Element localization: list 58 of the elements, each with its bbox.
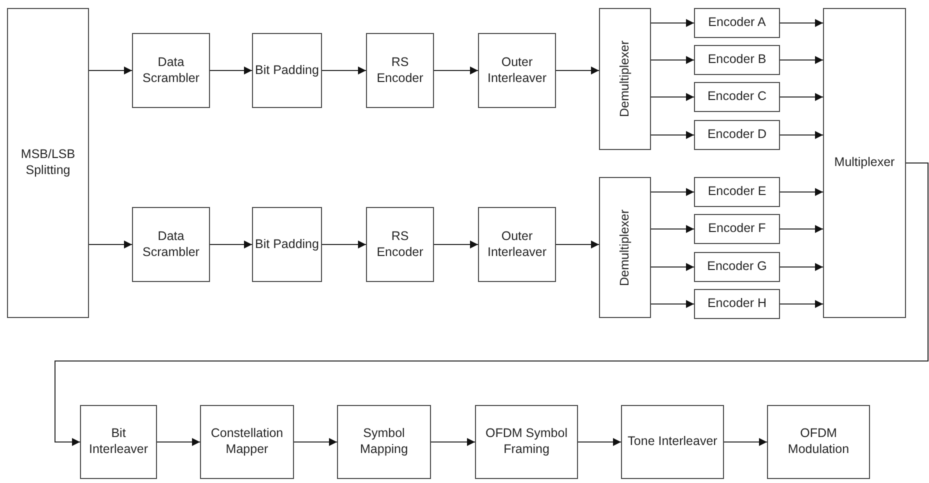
arrow bbox=[780, 56, 824, 64]
process-box: Outer Interleaver bbox=[478, 33, 556, 108]
arrow bbox=[210, 240, 252, 248]
arrow bbox=[88, 240, 132, 248]
arrow bbox=[650, 56, 694, 64]
process-box: Constellation Mapper bbox=[200, 405, 294, 479]
arrow bbox=[724, 438, 768, 446]
process-box: Encoder B bbox=[694, 45, 780, 75]
arrow bbox=[650, 225, 694, 233]
arrow bbox=[578, 438, 622, 446]
demultiplexer-box: Demultiplexer bbox=[599, 177, 651, 318]
arrow bbox=[650, 131, 694, 139]
process-box: RS Encoder bbox=[366, 33, 434, 108]
process-box: Symbol Mapping bbox=[337, 405, 431, 479]
multiplexer-box: Multiplexer bbox=[823, 8, 906, 318]
process-box: Encoder A bbox=[694, 8, 780, 38]
arrow bbox=[434, 66, 478, 74]
process-box: Outer Interleaver bbox=[478, 207, 556, 282]
arrow bbox=[780, 19, 824, 27]
arrow bbox=[780, 93, 824, 101]
process-box: Bit Padding bbox=[252, 207, 322, 282]
arrow bbox=[780, 188, 824, 196]
process-box: Tone Interleaver bbox=[621, 405, 724, 479]
arrow bbox=[650, 263, 694, 271]
arrow bbox=[434, 240, 478, 248]
arrow bbox=[780, 225, 824, 233]
arrow bbox=[556, 66, 600, 74]
arrow bbox=[780, 263, 824, 271]
arrow bbox=[430, 438, 476, 446]
arrow bbox=[322, 240, 366, 248]
process-box: Encoder H bbox=[694, 289, 780, 319]
arrow bbox=[88, 66, 132, 74]
arrow bbox=[650, 93, 694, 101]
process-box: OFDM Symbol Framing bbox=[475, 405, 578, 479]
process-box: Encoder D bbox=[694, 120, 780, 150]
demultiplexer-box: Demultiplexer bbox=[599, 8, 651, 150]
arrow bbox=[322, 66, 366, 74]
process-box: Data Scrambler bbox=[132, 207, 210, 282]
process-box: Bit Padding bbox=[252, 33, 322, 108]
arrow bbox=[650, 19, 694, 27]
arrow bbox=[650, 188, 694, 196]
process-box: Bit Interleaver bbox=[80, 405, 157, 479]
process-box: Encoder G bbox=[694, 252, 780, 282]
process-box: Data Scrambler bbox=[132, 33, 210, 108]
process-box: MSB/LSB Splitting bbox=[7, 8, 89, 318]
arrow bbox=[210, 66, 252, 74]
arrow bbox=[780, 131, 824, 139]
arrow bbox=[556, 240, 600, 248]
arrow bbox=[54, 162, 928, 446]
process-box: Encoder E bbox=[694, 177, 780, 207]
arrow bbox=[294, 438, 338, 446]
arrow bbox=[780, 300, 824, 308]
process-box: RS Encoder bbox=[366, 207, 434, 282]
process-box: OFDM Modulation bbox=[767, 405, 870, 479]
process-box: Encoder F bbox=[694, 214, 780, 244]
arrow bbox=[156, 438, 200, 446]
process-box: Encoder C bbox=[694, 82, 780, 112]
arrow bbox=[650, 300, 694, 308]
